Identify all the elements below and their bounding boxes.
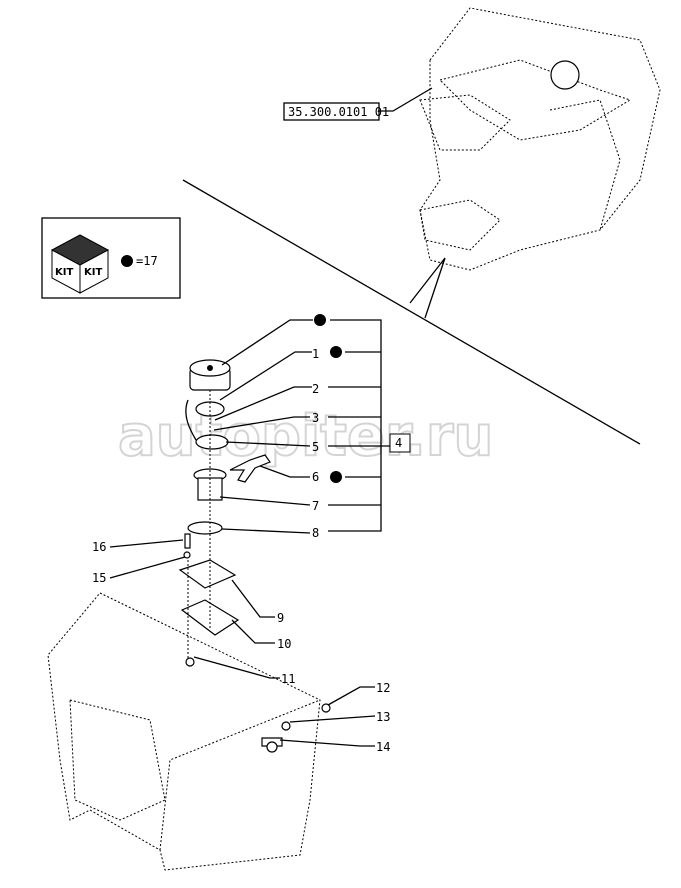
leader-lines [109, 319, 376, 747]
kit-dot-icon [330, 346, 342, 358]
flange-ring [195, 434, 229, 450]
svg-text:KIT: KIT [55, 267, 73, 278]
svg-text:KIT: KIT [84, 267, 102, 278]
callout-2: 2 [312, 382, 319, 396]
callout-8: 8 [312, 526, 319, 540]
svg-text:35.300.0101 01: 35.300.0101 01 [288, 105, 389, 119]
separator-line [182, 179, 641, 445]
strainer [197, 477, 223, 501]
callout-10: 10 [277, 637, 291, 651]
callout-16: 16 [92, 540, 106, 554]
seal [187, 521, 223, 535]
callout-9: 9 [277, 611, 284, 625]
callout-5: 5 [312, 440, 319, 454]
reference-box[interactable]: 35.300.0101 01 [283, 87, 433, 121]
gasket [195, 401, 225, 417]
svg-text:=17: =17 [136, 254, 158, 268]
group-box[interactable]: 4 [389, 433, 411, 453]
plate-gasket [180, 599, 240, 636]
callout-7: 7 [312, 499, 319, 513]
view-pointer [409, 257, 446, 319]
callout-6: 6 [312, 470, 319, 484]
callout-3: 3 [312, 411, 319, 425]
nut [321, 703, 331, 713]
callout-14: 14 [376, 740, 390, 754]
chain [185, 399, 197, 441]
callout-1: 1 [312, 347, 319, 361]
washer [183, 551, 191, 559]
wrench [229, 454, 271, 483]
bracket-lines [328, 319, 390, 532]
callout-11: 11 [281, 672, 295, 686]
kit-legend: KIT KIT =17 [41, 217, 181, 299]
kit-dot-icon [314, 314, 326, 326]
callout-15: 15 [92, 571, 106, 585]
mounting-plate [178, 559, 237, 589]
kit-dot-icon [330, 471, 342, 483]
fuel-cap [189, 359, 231, 391]
lower-tank-assembly [47, 592, 331, 871]
watermark: autopiter.ru [118, 404, 493, 469]
callout-13: 13 [376, 710, 390, 724]
kit-dot-icon [121, 255, 133, 267]
screw [184, 533, 191, 549]
washer-13 [281, 721, 291, 731]
callout-12: 12 [376, 681, 390, 695]
upper-tank-step-assembly [419, 7, 661, 271]
kit-box-icon: KIT KIT [50, 234, 110, 294]
svg-text:4: 4 [395, 436, 402, 450]
